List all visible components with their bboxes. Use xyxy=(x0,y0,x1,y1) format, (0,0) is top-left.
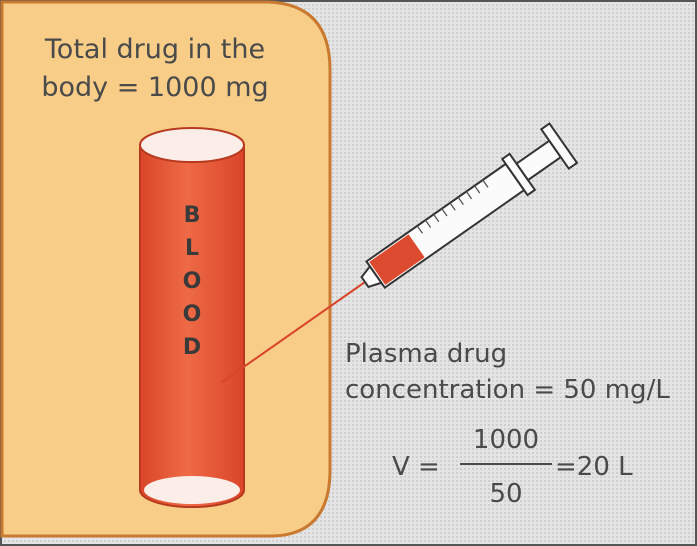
plasma-label-line1: Plasma drug xyxy=(345,339,507,369)
body-label-line1: Total drug in the xyxy=(44,34,265,65)
plasma-label-line2: concentration = 50 mg/L xyxy=(345,375,670,405)
syringe-needle xyxy=(221,281,366,384)
vessel-letter: D xyxy=(183,335,201,360)
syringe-blood-sample xyxy=(369,234,425,285)
plunger-thumb-rest xyxy=(539,122,579,170)
equation-result: =20 L xyxy=(555,452,633,482)
vessel-bottom-opening xyxy=(144,476,240,504)
syringe xyxy=(221,122,579,384)
vessel-top-opening xyxy=(139,127,245,163)
barrel-graduations xyxy=(416,179,489,234)
blood-vessel xyxy=(139,127,245,508)
equation-numerator: 1000 xyxy=(473,425,539,455)
equation-lhs: V = xyxy=(392,452,440,482)
vessel-letter: L xyxy=(185,236,199,261)
vessel-label: B L O O D xyxy=(183,203,202,360)
vessel-letter: O xyxy=(183,302,202,327)
vessel-letter: O xyxy=(183,269,202,294)
body-label-line2: body = 1000 mg xyxy=(41,72,268,103)
equation-denominator: 50 xyxy=(489,479,522,509)
vessel-letter: B xyxy=(184,203,201,228)
